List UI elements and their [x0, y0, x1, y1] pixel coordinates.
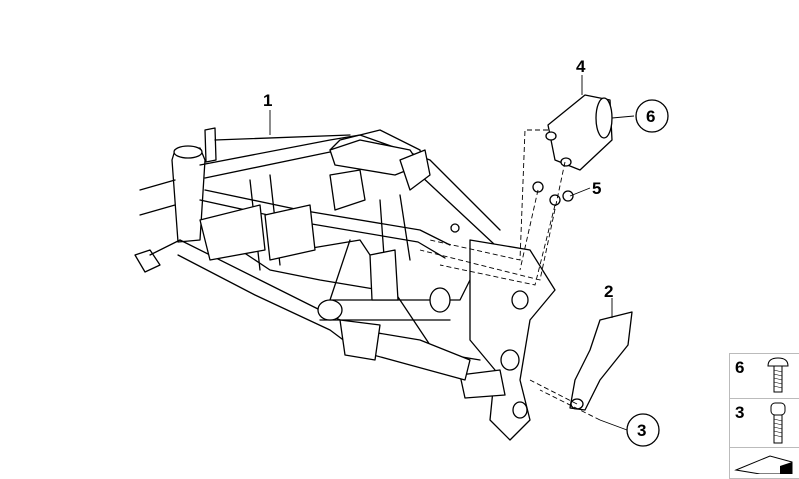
shim-plate-icon: [734, 455, 793, 474]
callout-3[interactable]: 3: [626, 413, 660, 447]
svg-text:3: 3: [637, 421, 646, 440]
svg-text:4: 4: [576, 57, 586, 76]
part-4-cover[interactable]: [545, 94, 613, 171]
callout-1[interactable]: 1: [263, 91, 272, 110]
leader-lines: [269, 75, 635, 431]
part-2-bracket[interactable]: [569, 311, 633, 411]
main-frame-drawing: [134, 127, 556, 441]
part-5-nuts[interactable]: [532, 181, 574, 206]
legend-label: 3: [735, 403, 745, 422]
callout-5[interactable]: 5: [592, 179, 601, 198]
socket-head-screw-icon: [770, 402, 786, 444]
legend-item-shim[interactable]: [729, 447, 799, 479]
legend-label: 6: [735, 358, 745, 377]
svg-text:2: 2: [604, 282, 613, 301]
legend-item-3[interactable]: 3: [729, 398, 799, 448]
callout-6[interactable]: 6: [635, 99, 669, 133]
pan-head-screw-icon: [767, 357, 789, 393]
svg-text:1: 1: [263, 91, 272, 110]
callout-4[interactable]: 4: [576, 57, 586, 76]
svg-text:5: 5: [592, 179, 601, 198]
legend-item-6[interactable]: 6: [729, 353, 799, 399]
callout-2[interactable]: 2: [604, 282, 613, 301]
svg-text:6: 6: [646, 107, 655, 126]
